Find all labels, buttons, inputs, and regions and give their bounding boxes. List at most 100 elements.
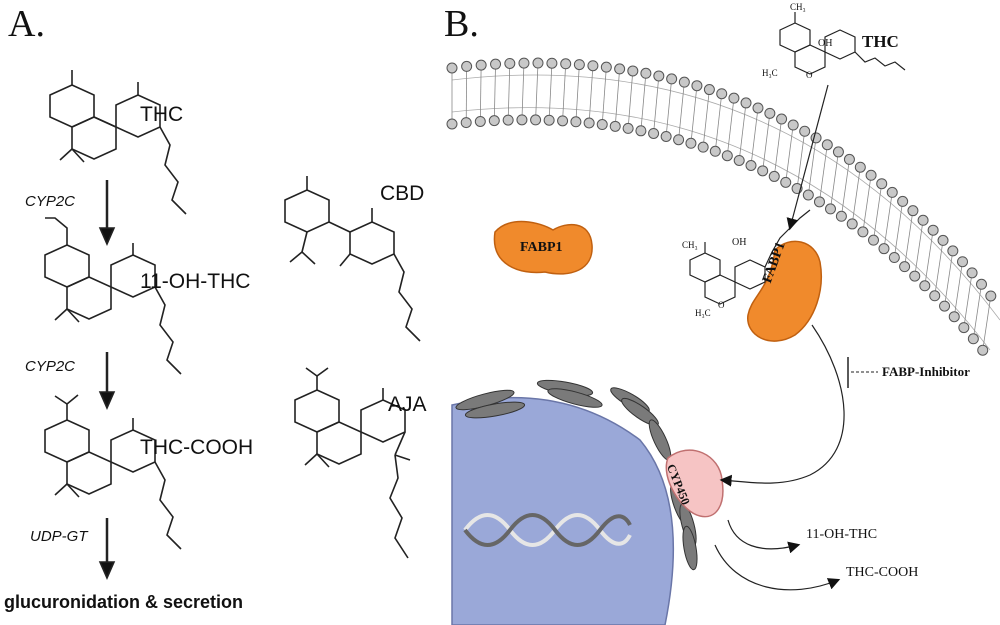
thc-cooh-structure <box>44 394 182 550</box>
lipid-head <box>764 107 776 119</box>
lipid-head <box>583 117 595 129</box>
lipid-head <box>787 119 799 131</box>
lipid-head <box>614 63 626 75</box>
lipid-head <box>691 80 703 92</box>
compound-label-11-oh-thc: 11-OH-THC <box>140 270 251 293</box>
thc-bound-ch3: CH₃ <box>682 240 698 250</box>
lipid-head <box>907 205 919 217</box>
lipid-head <box>752 102 764 114</box>
lipid-tail <box>841 159 850 217</box>
lipid-head <box>446 118 458 130</box>
lipid-head <box>557 115 569 127</box>
lipid-tail <box>883 192 893 249</box>
lipid-head <box>967 333 979 345</box>
lipid-head <box>917 214 929 226</box>
lipid-head <box>627 65 639 77</box>
lipid-tail <box>535 62 539 120</box>
lipid-tail <box>479 65 482 122</box>
thc-top-h3c: H₃C <box>762 68 778 78</box>
lipid-tail <box>904 210 914 267</box>
lipid-head <box>878 243 890 255</box>
lipid-head <box>886 186 898 198</box>
lipid-head <box>596 119 608 131</box>
lipid-head <box>854 161 866 173</box>
lipid-tail <box>963 272 973 328</box>
product2-label: THC-COOH <box>846 565 919 580</box>
lipid-head <box>939 300 951 312</box>
lipid-head <box>919 280 931 292</box>
compound-label-thc: THC <box>140 103 184 126</box>
lipid-head <box>673 134 685 146</box>
lipid-head <box>948 311 960 323</box>
lipid-head <box>966 267 978 279</box>
lipid-tail <box>627 70 634 129</box>
lipid-tail <box>762 113 771 171</box>
lipid-tail <box>953 261 963 317</box>
lipid-head <box>977 344 989 356</box>
cell-membrane <box>446 57 1000 356</box>
fabp1-free-label: FABP1 <box>520 240 563 255</box>
lipid-tail <box>785 124 794 183</box>
lipid-head <box>937 234 949 246</box>
dna-helix <box>463 513 632 547</box>
lipid-tail <box>773 118 782 177</box>
final-step-label: glucuronidation & secretion <box>4 592 244 612</box>
lipid-head <box>899 261 911 273</box>
lipid-tail <box>690 85 698 144</box>
lipid-head <box>835 210 847 222</box>
thc-top-o: O <box>806 70 813 80</box>
lipid-tail <box>893 201 904 258</box>
panel-a-label: A. <box>8 3 45 45</box>
lipid-head <box>697 141 709 153</box>
lipid-head <box>721 150 733 162</box>
lipid-head <box>546 57 558 69</box>
enzyme-label-step1: CYP2C <box>25 193 76 210</box>
lipid-tail <box>972 284 982 339</box>
lipid-tail <box>640 73 647 131</box>
lipid-head <box>716 88 728 100</box>
lipid-head <box>653 70 665 82</box>
lipid-tail <box>678 82 685 140</box>
lipid-head <box>446 62 458 74</box>
lipid-head <box>532 57 544 69</box>
lipid-head <box>824 203 836 215</box>
lipid-head <box>709 145 721 157</box>
lipid-tail <box>562 63 567 121</box>
lipid-tail <box>750 107 759 166</box>
lipid-head <box>843 153 855 165</box>
lipid-head <box>975 278 987 290</box>
lipid-head <box>570 116 582 128</box>
lipid-head <box>461 60 473 72</box>
lipid-head <box>865 169 877 181</box>
lipid-tail <box>588 65 594 124</box>
product2-arrow <box>714 544 841 591</box>
lipid-head <box>490 58 502 70</box>
lipid-tail <box>493 64 496 121</box>
thc-top-oh: OH <box>818 38 833 49</box>
lipid-head <box>768 170 780 182</box>
lipid-tail <box>714 93 723 152</box>
lipid-head <box>504 57 516 69</box>
lipid-head <box>460 117 472 129</box>
lipid-head <box>876 178 888 190</box>
lipid-head <box>728 92 740 104</box>
cbd-structure <box>284 176 421 342</box>
lipid-tail <box>914 220 924 277</box>
fabp1-bound <box>747 240 822 342</box>
lipid-head <box>821 139 833 151</box>
thc-bound-oh: OH <box>732 237 747 248</box>
lipid-head <box>740 97 752 109</box>
lipid-tail <box>665 78 673 137</box>
compound-label-thc-cooh: THC-COOH <box>140 436 254 459</box>
lipid-head <box>685 137 697 149</box>
lipid-head <box>660 130 672 142</box>
thc-top-ch3: CH₃ <box>790 2 806 12</box>
lipid-head <box>745 160 757 171</box>
lipid-head <box>857 226 869 238</box>
lipid-head <box>530 114 542 126</box>
fabp1-to-cyp-arrow <box>719 324 845 487</box>
lipid-head <box>957 256 969 268</box>
thc-structure <box>49 70 187 215</box>
lipid-tail <box>601 67 607 125</box>
